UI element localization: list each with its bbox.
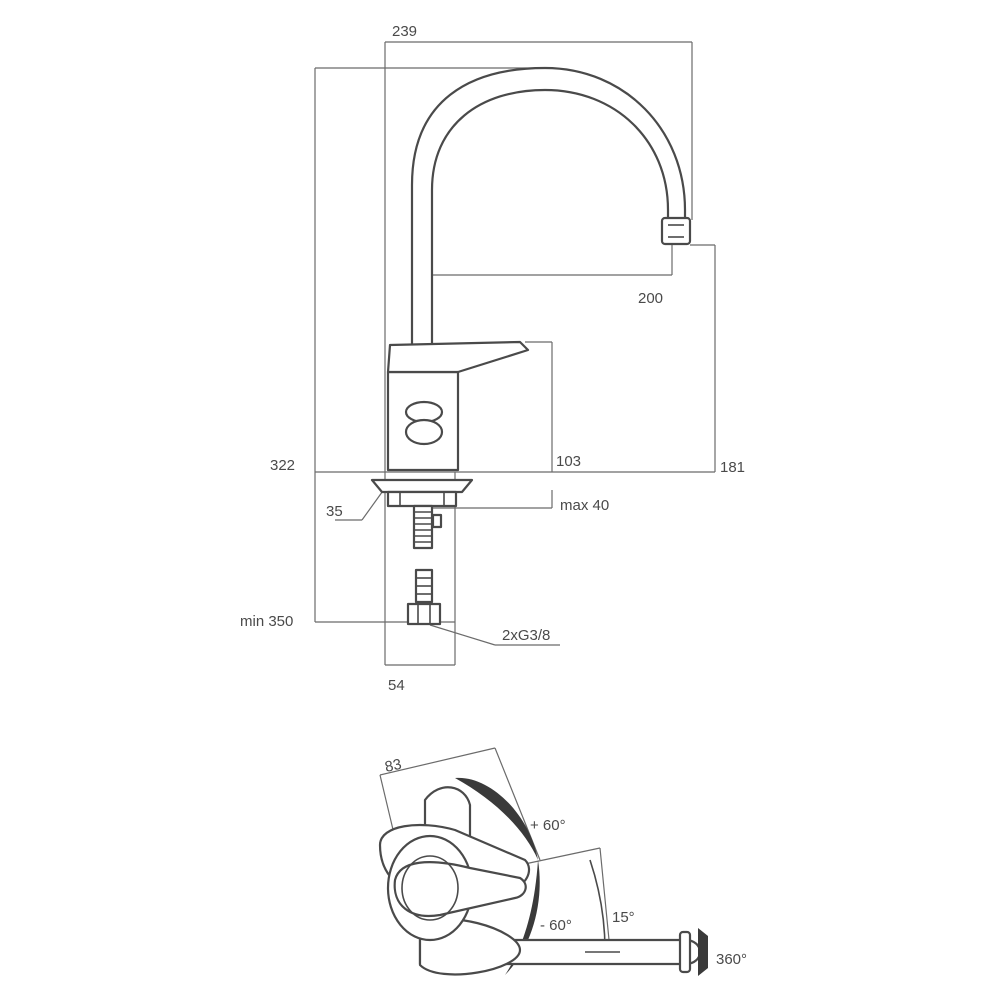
front-view: 239 200 322 103 181 35 max 40 min 350 2x…: [240, 23, 745, 694]
dim-200-label: 200: [638, 290, 663, 307]
angle-plus60-label: + 60°: [530, 817, 566, 834]
dim-max40-label: max 40: [560, 497, 609, 514]
supply-hose: [406, 568, 442, 626]
spout: [410, 66, 692, 357]
dimension-lines: [314, 41, 716, 666]
dim-322-label: 322: [270, 457, 295, 474]
angle-360-label: 360°: [716, 951, 747, 968]
dim-54-label: 54: [388, 677, 405, 694]
dim-83-label: 83: [383, 756, 403, 776]
dim-239-label: 239: [392, 23, 417, 40]
dim-103-label: 103: [556, 453, 581, 470]
angle-15-label: 15°: [612, 909, 635, 926]
angle-minus60-label: - 60°: [540, 917, 572, 934]
dim-min350-label: min 350: [240, 613, 293, 630]
dim-35-label: 35: [326, 503, 343, 520]
mixer-body: [386, 340, 530, 472]
dim-thread-label: 2xG3/8: [502, 627, 550, 644]
top-view: 83 + 60° - 60° 15° 360°: [378, 747, 747, 976]
lever-center: [386, 834, 527, 942]
rotation-arc-upper: [455, 777, 538, 860]
threaded-rod: [412, 504, 443, 550]
dim-181-label: 181: [720, 459, 745, 476]
base-flange: [370, 478, 474, 508]
rotation-arc-lower: [505, 860, 540, 975]
